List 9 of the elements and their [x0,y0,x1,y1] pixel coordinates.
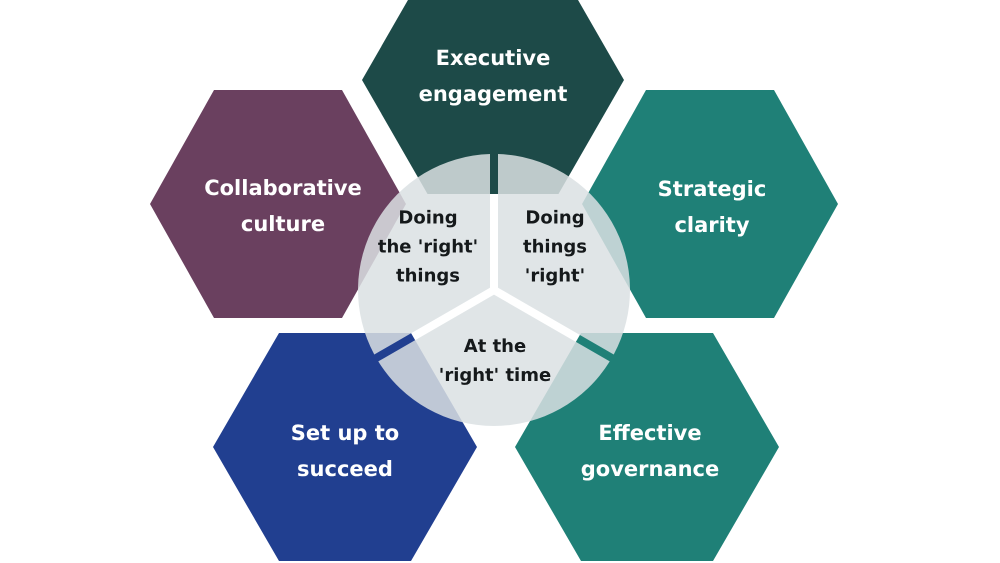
hexagon-label: Set up to succeed [290,420,400,483]
hexagon-label: Collaborative culture [204,175,362,238]
hexagon-label: Strategic clarity [658,176,766,239]
sector-label: At the 'right' time [438,335,552,388]
hexagon-label: Effective governance [580,420,720,483]
sector-label: Doing things 'right' [523,206,587,288]
circle-sector [378,294,610,426]
hexagon-label: Executive engagement [418,45,568,108]
sector-label: Doing the 'right' things [378,206,478,288]
